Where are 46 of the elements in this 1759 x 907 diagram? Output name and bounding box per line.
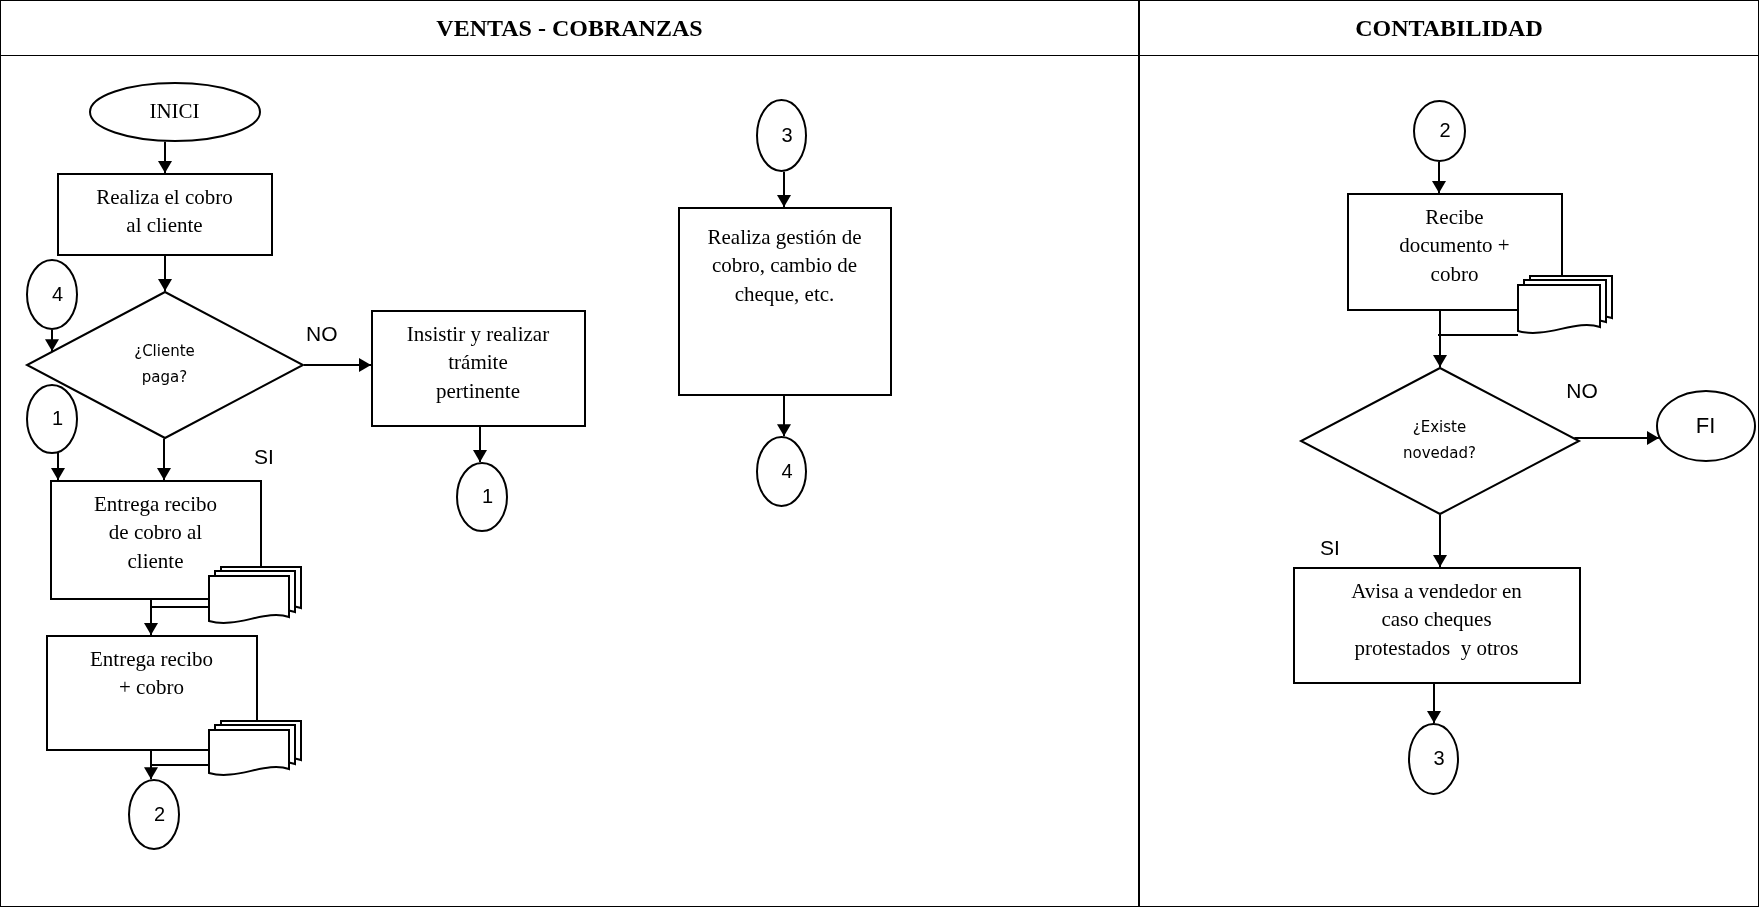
arrow bbox=[144, 599, 158, 636]
column-header: CONTABILIDAD bbox=[1140, 1, 1758, 56]
arrow bbox=[303, 358, 372, 372]
arrow bbox=[158, 255, 172, 292]
arrow bbox=[777, 395, 791, 438]
arrow bbox=[51, 452, 65, 481]
connector-number: 3 bbox=[1433, 747, 1445, 770]
step-text: Avisa a vendedor en caso cheques protestados y otros bbox=[1350, 577, 1523, 662]
connector-number: 2 bbox=[1439, 119, 1451, 142]
column-header: VENTAS - COBRANZAS bbox=[1, 1, 1138, 56]
process-box bbox=[1292, 566, 1581, 684]
arrow bbox=[1433, 514, 1447, 568]
arrow bbox=[1427, 683, 1441, 724]
process-box bbox=[1346, 192, 1563, 311]
connector-number: 1 bbox=[481, 485, 494, 508]
process-box bbox=[370, 309, 586, 427]
step-text: Realiza el cobro al cliente bbox=[95, 183, 234, 240]
arrow bbox=[1433, 310, 1447, 368]
connector-number: 4 bbox=[51, 282, 64, 306]
step-text: Recibe documento + cobro bbox=[1398, 203, 1511, 288]
step-text: Insistir y realizar trámite pertinente bbox=[405, 320, 551, 405]
decision-text: ¿Existe novedad? bbox=[1402, 417, 1477, 464]
arrow bbox=[144, 750, 158, 781]
connector-number: 3 bbox=[781, 123, 793, 147]
arrow bbox=[473, 426, 487, 464]
arrow bbox=[1432, 161, 1446, 194]
swimlane bbox=[1139, 0, 1759, 907]
arrow bbox=[777, 170, 791, 208]
process-box bbox=[56, 172, 273, 256]
connector-number: 1 bbox=[51, 407, 64, 430]
arrow bbox=[158, 140, 172, 174]
step-text: Entrega recibo de cobro al cliente bbox=[93, 490, 218, 575]
process-box bbox=[49, 479, 262, 600]
terminal-text: FI bbox=[1695, 412, 1716, 439]
arrow bbox=[1573, 431, 1660, 445]
process-box bbox=[45, 634, 258, 751]
step-text: Entrega recibo + cobro bbox=[89, 645, 214, 702]
step-text: Realiza gestión de cobro, cambio de cheque, etc. bbox=[706, 223, 863, 308]
arrow bbox=[45, 329, 59, 353]
terminal-text: INICI bbox=[149, 99, 200, 124]
process-box bbox=[677, 206, 892, 396]
decision-text: ¿Cliente paga? bbox=[133, 341, 196, 388]
swimlane bbox=[0, 0, 1139, 907]
connector-number: 2 bbox=[153, 802, 166, 826]
arrow bbox=[157, 437, 171, 481]
connector-number: 4 bbox=[781, 459, 793, 483]
